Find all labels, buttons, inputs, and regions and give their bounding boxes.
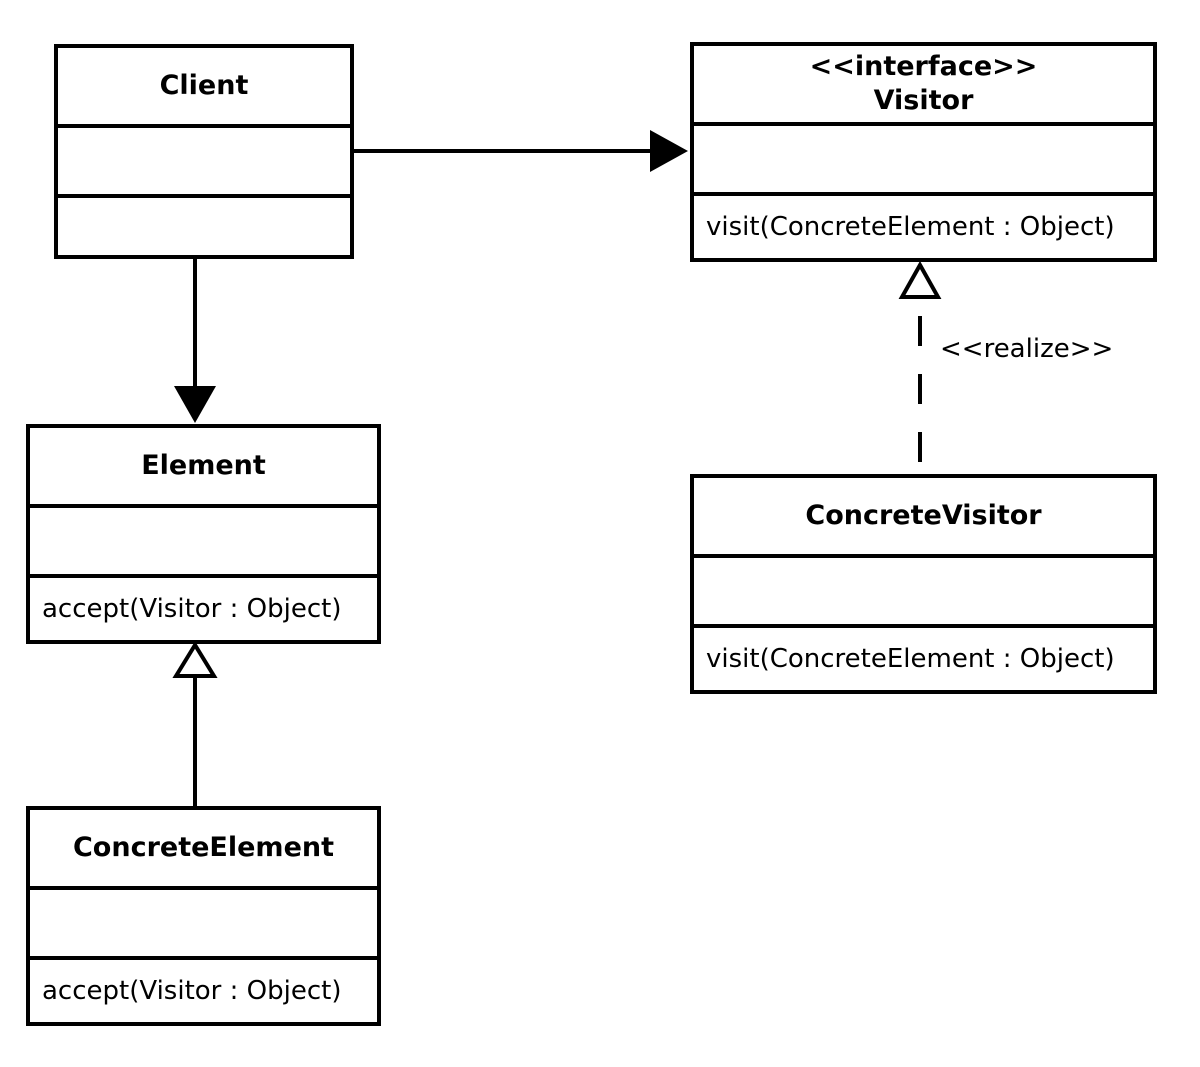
- visitor-name-compartment: <<interface>> Visitor: [694, 46, 1153, 126]
- client-class[interactable]: Client: [54, 44, 354, 259]
- realize-label: <<realize>>: [940, 334, 1114, 364]
- concrete-element-operations-compartment: accept(Visitor : Object): [30, 960, 377, 1022]
- client-element-arrowhead: [174, 386, 216, 423]
- concrete-element-class[interactable]: ConcreteElement accept(Visitor : Object): [26, 806, 381, 1026]
- generalization-arrowhead: [172, 641, 218, 678]
- concrete-element-name-compartment: ConcreteElement: [30, 810, 377, 890]
- element-class-name: Element: [141, 450, 266, 481]
- client-class-name-compartment: Client: [58, 48, 350, 128]
- concrete-visitor-operations-compartment: visit(ConcreteElement : Object): [694, 628, 1153, 690]
- visitor-operations-compartment: visit(ConcreteElement : Object): [694, 196, 1153, 258]
- element-operation: accept(Visitor : Object): [42, 594, 342, 624]
- client-class-name: Client: [159, 70, 249, 101]
- concrete-visitor-class-name: ConcreteVisitor: [805, 500, 1042, 531]
- concrete-element-attributes-compartment: [30, 890, 377, 960]
- visitor-stereotype: <<interface>>: [809, 51, 1038, 82]
- concrete-visitor-class[interactable]: ConcreteVisitor visit(ConcreteElement : …: [690, 474, 1157, 694]
- visitor-operation: visit(ConcreteElement : Object): [706, 212, 1115, 242]
- client-operations-compartment: [58, 198, 350, 255]
- visitor-class-name: Visitor: [873, 85, 974, 116]
- element-class[interactable]: Element accept(Visitor : Object): [26, 424, 381, 644]
- concrete-element-class-name: ConcreteElement: [72, 832, 335, 863]
- client-visitor-arrowhead: [650, 130, 688, 172]
- element-name-compartment: Element: [30, 428, 377, 508]
- concrete-visitor-attributes-compartment: [694, 558, 1153, 628]
- realization-arrowhead: [898, 260, 942, 299]
- concrete-visitor-name-compartment: ConcreteVisitor: [694, 478, 1153, 558]
- element-attributes-compartment: [30, 508, 377, 578]
- concrete-visitor-operation: visit(ConcreteElement : Object): [706, 644, 1115, 674]
- concrete-element-operation: accept(Visitor : Object): [42, 976, 342, 1006]
- element-operations-compartment: accept(Visitor : Object): [30, 578, 377, 640]
- client-attributes-compartment: [58, 128, 350, 198]
- visitor-attributes-compartment: [694, 126, 1153, 196]
- visitor-interface[interactable]: <<interface>> Visitor visit(ConcreteElem…: [690, 42, 1157, 262]
